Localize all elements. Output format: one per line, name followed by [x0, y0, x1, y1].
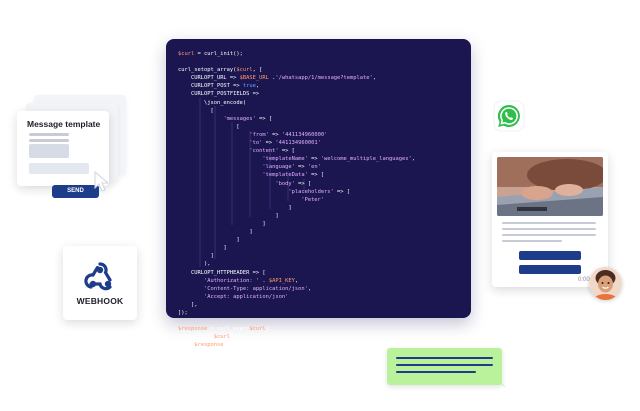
code-line: 'placeholders' => [ [288, 188, 351, 195]
code-line: 'templateName' => 'welcome_multiple_lang… [262, 156, 415, 163]
code-line: [ [178, 107, 214, 114]
code-line: 'Authorization: ' . $API_KEY, [203, 277, 299, 284]
message-template-title: Message template [27, 119, 101, 129]
code-line: ], [178, 301, 198, 308]
code-line: ] [178, 204, 292, 211]
code-line: 'body' => [ [275, 180, 312, 187]
whatsapp-icon [493, 100, 525, 132]
message-template-card: Message template SEND [17, 111, 109, 198]
webhook-card: WEBHOOK [63, 246, 137, 320]
chat-bubble [387, 348, 502, 385]
code-line: ] [178, 220, 266, 227]
chat-preview-card [492, 152, 608, 287]
chat-text-line [502, 228, 596, 230]
code-line: CURLOPT_URL => $BASE_URL .'/whatsapp/1/m… [178, 75, 377, 82]
code-line: ), [178, 261, 211, 268]
code-line: 'Peter' [301, 196, 325, 203]
code-line: 'from' => '441134960000' [249, 131, 328, 138]
code-panel: $curl = curl_init(); curl_setopt_array($… [166, 39, 471, 348]
template-line [29, 133, 69, 136]
code-line: 'Accept: application/json' [203, 293, 289, 300]
chat-text-line [502, 240, 562, 242]
chat-action-button[interactable] [519, 265, 581, 274]
code-line: curl_setopt_array($curl, [ [178, 67, 263, 74]
avatar [589, 267, 622, 300]
chat-text-line [502, 222, 596, 224]
template-line [29, 139, 69, 142]
code-line: 'to' => '441134960001' [249, 140, 321, 147]
bubble-line [396, 364, 493, 366]
code-line: ] [178, 229, 253, 236]
code-line: CURLOPT_POST => true, [178, 83, 260, 90]
code-line: CURLOPT_POSTFIELDS => [178, 91, 260, 98]
webhook-icon [84, 262, 112, 291]
bubble-tail [494, 378, 506, 388]
webhook-label: WEBHOOK [76, 296, 124, 306]
code-line: 'Content-Type: application/json', [203, 285, 312, 292]
cursor-icon [94, 171, 110, 192]
bubble-line [396, 357, 493, 359]
chat-time: 0:00 [578, 277, 590, 283]
laptop-photo [497, 157, 603, 216]
template-field [29, 163, 89, 174]
code-line [178, 317, 415, 325]
template-field [29, 144, 69, 158]
code-line: 'templateData' => [ [262, 172, 325, 179]
code-line: $curl = curl_init(); [178, 51, 243, 57]
code-line: CURLOPT_HTTPHEADER => [ [178, 269, 266, 276]
code-line: ]); [178, 310, 188, 316]
code-line: 'language' => 'en' [262, 164, 321, 171]
code-line: ] [178, 212, 279, 219]
code-line [178, 58, 415, 66]
code-line: [ [178, 123, 240, 130]
code-line: echo $response; [178, 342, 227, 349]
chat-text-line [502, 234, 596, 236]
code-line: \json_encode( [178, 99, 247, 106]
code-block: $curl = curl_init(); curl_setopt_array($… [178, 50, 415, 349]
code-line: curl_close($curl); [178, 334, 237, 341]
send-button[interactable]: SEND [52, 185, 99, 198]
code-line: 'content' => [ [249, 148, 295, 155]
code-line: ] [178, 245, 227, 252]
code-line: $response = curl_exec($curl); [178, 326, 273, 333]
code-line: ] [178, 237, 240, 244]
code-line: 'messages' => [ [223, 115, 273, 122]
chat-action-button[interactable] [519, 251, 581, 260]
bubble-line [396, 371, 476, 373]
code-line: ] [178, 253, 214, 260]
